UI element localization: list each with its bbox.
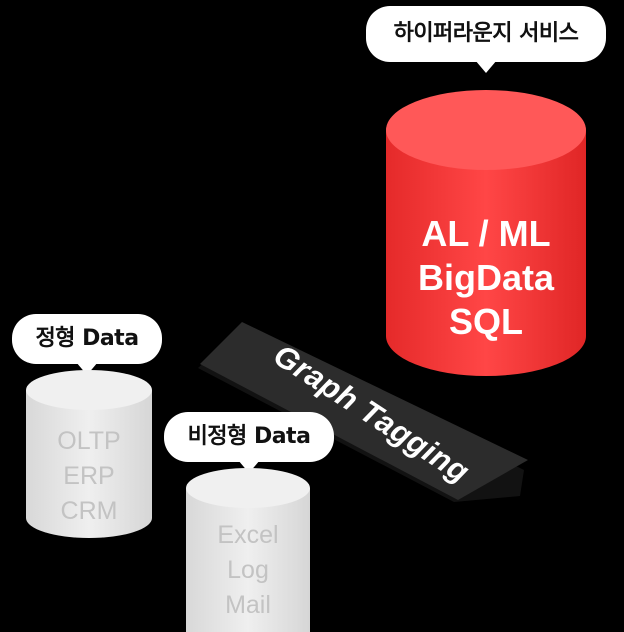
- structured-db-line: CRM: [60, 497, 118, 525]
- service-bubble-label: 하이퍼라운지 서비스: [393, 21, 579, 46]
- cylinder-shape: [26, 370, 152, 538]
- service-db-line: BigData: [417, 257, 555, 298]
- structured-db-line: OLTP: [57, 427, 121, 455]
- unstructured-db-line: Mail: [225, 591, 271, 619]
- bubble-tail: [475, 60, 497, 73]
- band-shape: [198, 322, 528, 502]
- cylinder-shape: [186, 468, 310, 632]
- graph-tagging-band: Graph Tagging: [196, 320, 536, 510]
- service-database-cylinder: AL / ML BigData SQL: [384, 88, 588, 378]
- unstructured-db-line: Excel: [217, 521, 279, 549]
- service-db-line: AL / ML: [421, 213, 551, 254]
- unstructured-bubble-label: 비정형 Data: [187, 424, 311, 449]
- structured-database-cylinder: OLTP ERP CRM: [24, 366, 154, 540]
- cylinder-shape: [386, 90, 586, 376]
- structured-bubble-label: 정형 Data: [35, 326, 139, 351]
- unstructured-database-cylinder: Excel Log Mail: [184, 464, 312, 632]
- unstructured-data-bubble: 비정형 Data: [164, 412, 334, 473]
- unstructured-db-labels: Excel Log Mail: [184, 518, 312, 623]
- structured-db-labels: OLTP ERP CRM: [24, 424, 154, 529]
- structured-db-line: ERP: [63, 462, 115, 490]
- structured-data-bubble: 정형 Data: [12, 314, 162, 375]
- service-db-labels: AL / ML BigData SQL: [384, 212, 588, 344]
- service-bubble: 하이퍼라운지 서비스: [366, 6, 606, 73]
- service-db-line: SQL: [448, 301, 523, 342]
- unstructured-db-line: Log: [227, 556, 269, 584]
